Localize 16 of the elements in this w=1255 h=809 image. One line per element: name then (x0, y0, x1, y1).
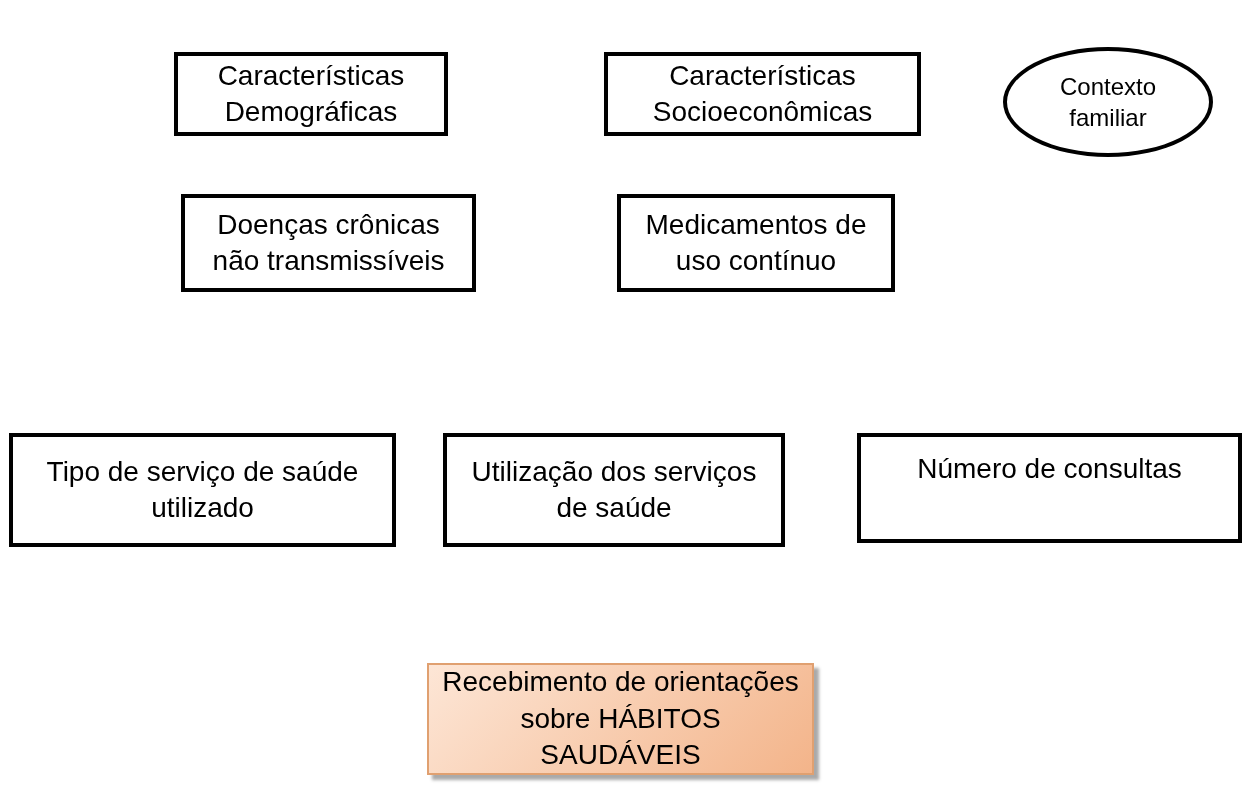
process-box (174, 52, 448, 136)
node-label: Características Socioeconômicas (651, 58, 874, 129)
node-label: Medicamentos de uso contínuo (644, 207, 868, 278)
node-label: Utilização dos serviços de saúde (470, 454, 758, 525)
process-box (604, 52, 921, 136)
node-label: Doenças crônicas não transmissíveis (211, 207, 446, 278)
node-label: Recebimento de orientações sobre HÁBITOS SAUDÁVEIS (442, 665, 799, 773)
node-label: Tipo de serviço de saúde utilizado (45, 454, 360, 525)
node-label: Contexto familiar (1058, 71, 1158, 133)
process-box (9, 433, 396, 547)
process-box (181, 194, 476, 292)
process-box (617, 194, 895, 292)
process-box (857, 433, 1242, 543)
node-label: Características Demográficas (216, 58, 406, 129)
node-label: Número de consultas (917, 452, 1182, 486)
process-box (443, 433, 785, 547)
